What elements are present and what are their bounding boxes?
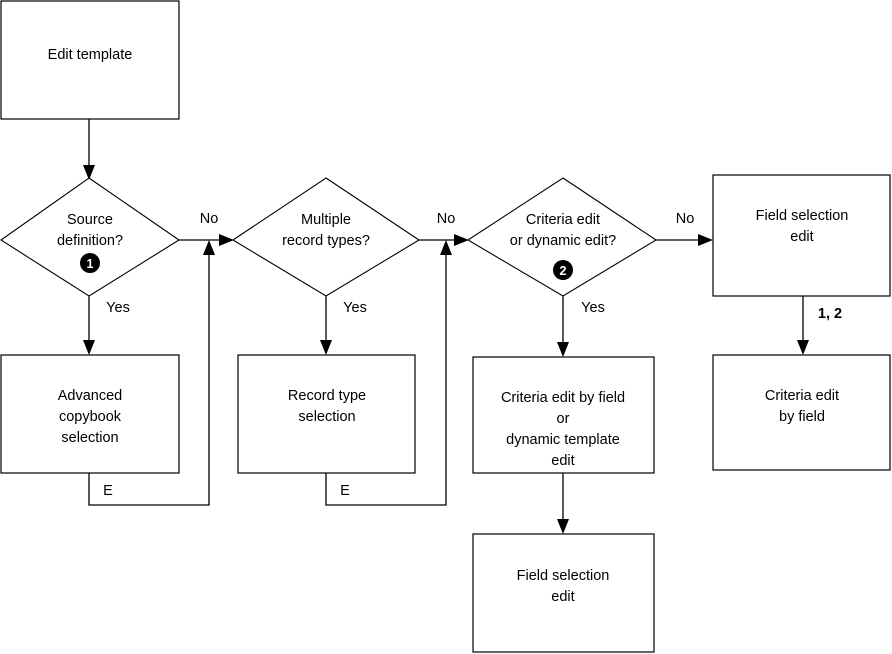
edge-edit-template-to-source-definition <box>83 119 95 180</box>
node-field-selection-edit-right[interactable]: Field selection edit <box>712 174 891 297</box>
node-advanced-copybook-label-line2: copybook <box>59 409 122 425</box>
node-criteria-or-dynamic-label-line1: Criteria edit <box>526 212 600 228</box>
node-field-selection-edit-middle[interactable]: Field selection edit <box>472 533 655 653</box>
edge-label-no-1: No <box>200 211 219 227</box>
edge-label-yes-3: Yes <box>581 300 605 316</box>
edge-multiple-yes-to-record-type-selection <box>320 296 332 355</box>
edge-advanced-copybook-e-return <box>88 240 215 506</box>
node-advanced-copybook-label-line3: selection <box>61 430 118 446</box>
node-source-definition-decision[interactable]: Source definition? 1 <box>0 177 181 297</box>
edge-label-no-2: No <box>437 211 456 227</box>
node-multiple-record-types-label-line1: Multiple <box>301 212 351 228</box>
edge-criteria-no-to-field-selection-edit-right <box>656 234 713 246</box>
badge-label-2: 2 <box>560 264 567 278</box>
node-criteria-or-dynamic-label-line2: or dynamic edit? <box>510 233 616 249</box>
node-field-selection-edit-right-label-line1: Field selection <box>756 208 849 224</box>
node-edit-template-label: Edit template <box>48 47 133 63</box>
node-field-selection-edit-middle-label-line1: Field selection <box>517 568 610 584</box>
node-field-selection-edit-middle-label-line2: edit <box>551 589 574 605</box>
edge-label-one-two: 1, 2 <box>818 306 842 322</box>
edge-source-yes-to-advanced-copybook <box>83 296 95 355</box>
edge-criteria-edit-box-to-field-selection-edit-middle <box>557 473 569 534</box>
node-criteria-edit-dynamic-label-line1: Criteria edit by field <box>501 390 625 406</box>
node-criteria-or-dynamic-edit-decision[interactable]: Criteria edit or dynamic edit? 2 <box>466 177 658 297</box>
badge-circle-1 <box>80 253 100 273</box>
edge-label-no-3: No <box>676 211 695 227</box>
node-criteria-edit-by-field-or-dynamic-template-edit[interactable]: Criteria edit by field or dynamic templa… <box>472 356 655 474</box>
node-advanced-copybook-selection[interactable]: Advanced copybook selection <box>0 354 180 474</box>
node-criteria-edit-dynamic-label-line3: dynamic template <box>506 432 620 448</box>
edge-label-e-2: E <box>340 483 350 499</box>
node-multiple-record-types-decision[interactable]: Multiple record types? <box>231 177 421 297</box>
node-criteria-edit-dynamic-label-line2: or <box>557 411 570 427</box>
node-record-type-selection-label-line1: Record type <box>288 388 366 404</box>
badge-label-1: 1 <box>87 257 94 271</box>
node-advanced-copybook-label-line1: Advanced <box>58 388 123 404</box>
edge-source-no-to-multiple-record-types <box>179 234 234 246</box>
edge-record-type-selection-e-return <box>325 240 452 506</box>
edge-multiple-no-to-criteria-or-dynamic <box>419 234 469 246</box>
node-criteria-edit-by-field-right[interactable]: Criteria edit by field <box>712 354 891 471</box>
node-criteria-edit-dynamic-label-line4: edit <box>551 453 574 469</box>
node-record-type-selection[interactable]: Record type selection <box>237 354 416 474</box>
edge-field-selection-edit-right-to-criteria-edit-by-field-right <box>797 296 809 355</box>
node-multiple-record-types-label-line2: record types? <box>282 233 370 249</box>
edge-label-yes-2: Yes <box>343 300 367 316</box>
node-source-definition-label-line2: definition? <box>57 233 123 249</box>
node-criteria-edit-by-field-right-label-line2: by field <box>779 409 825 425</box>
node-source-definition-label-line1: Source <box>67 212 113 228</box>
edge-label-e-1: E <box>103 483 113 499</box>
badge-circle-2 <box>553 260 573 280</box>
node-field-selection-edit-right-label-line2: edit <box>790 229 813 245</box>
edge-label-yes-1: Yes <box>106 300 130 316</box>
node-criteria-edit-by-field-right-label-line1: Criteria edit <box>765 388 839 404</box>
node-record-type-selection-label-line2: selection <box>298 409 355 425</box>
edge-criteria-yes-to-criteria-edit-box <box>557 296 569 357</box>
node-edit-template[interactable]: Edit template <box>0 0 180 120</box>
